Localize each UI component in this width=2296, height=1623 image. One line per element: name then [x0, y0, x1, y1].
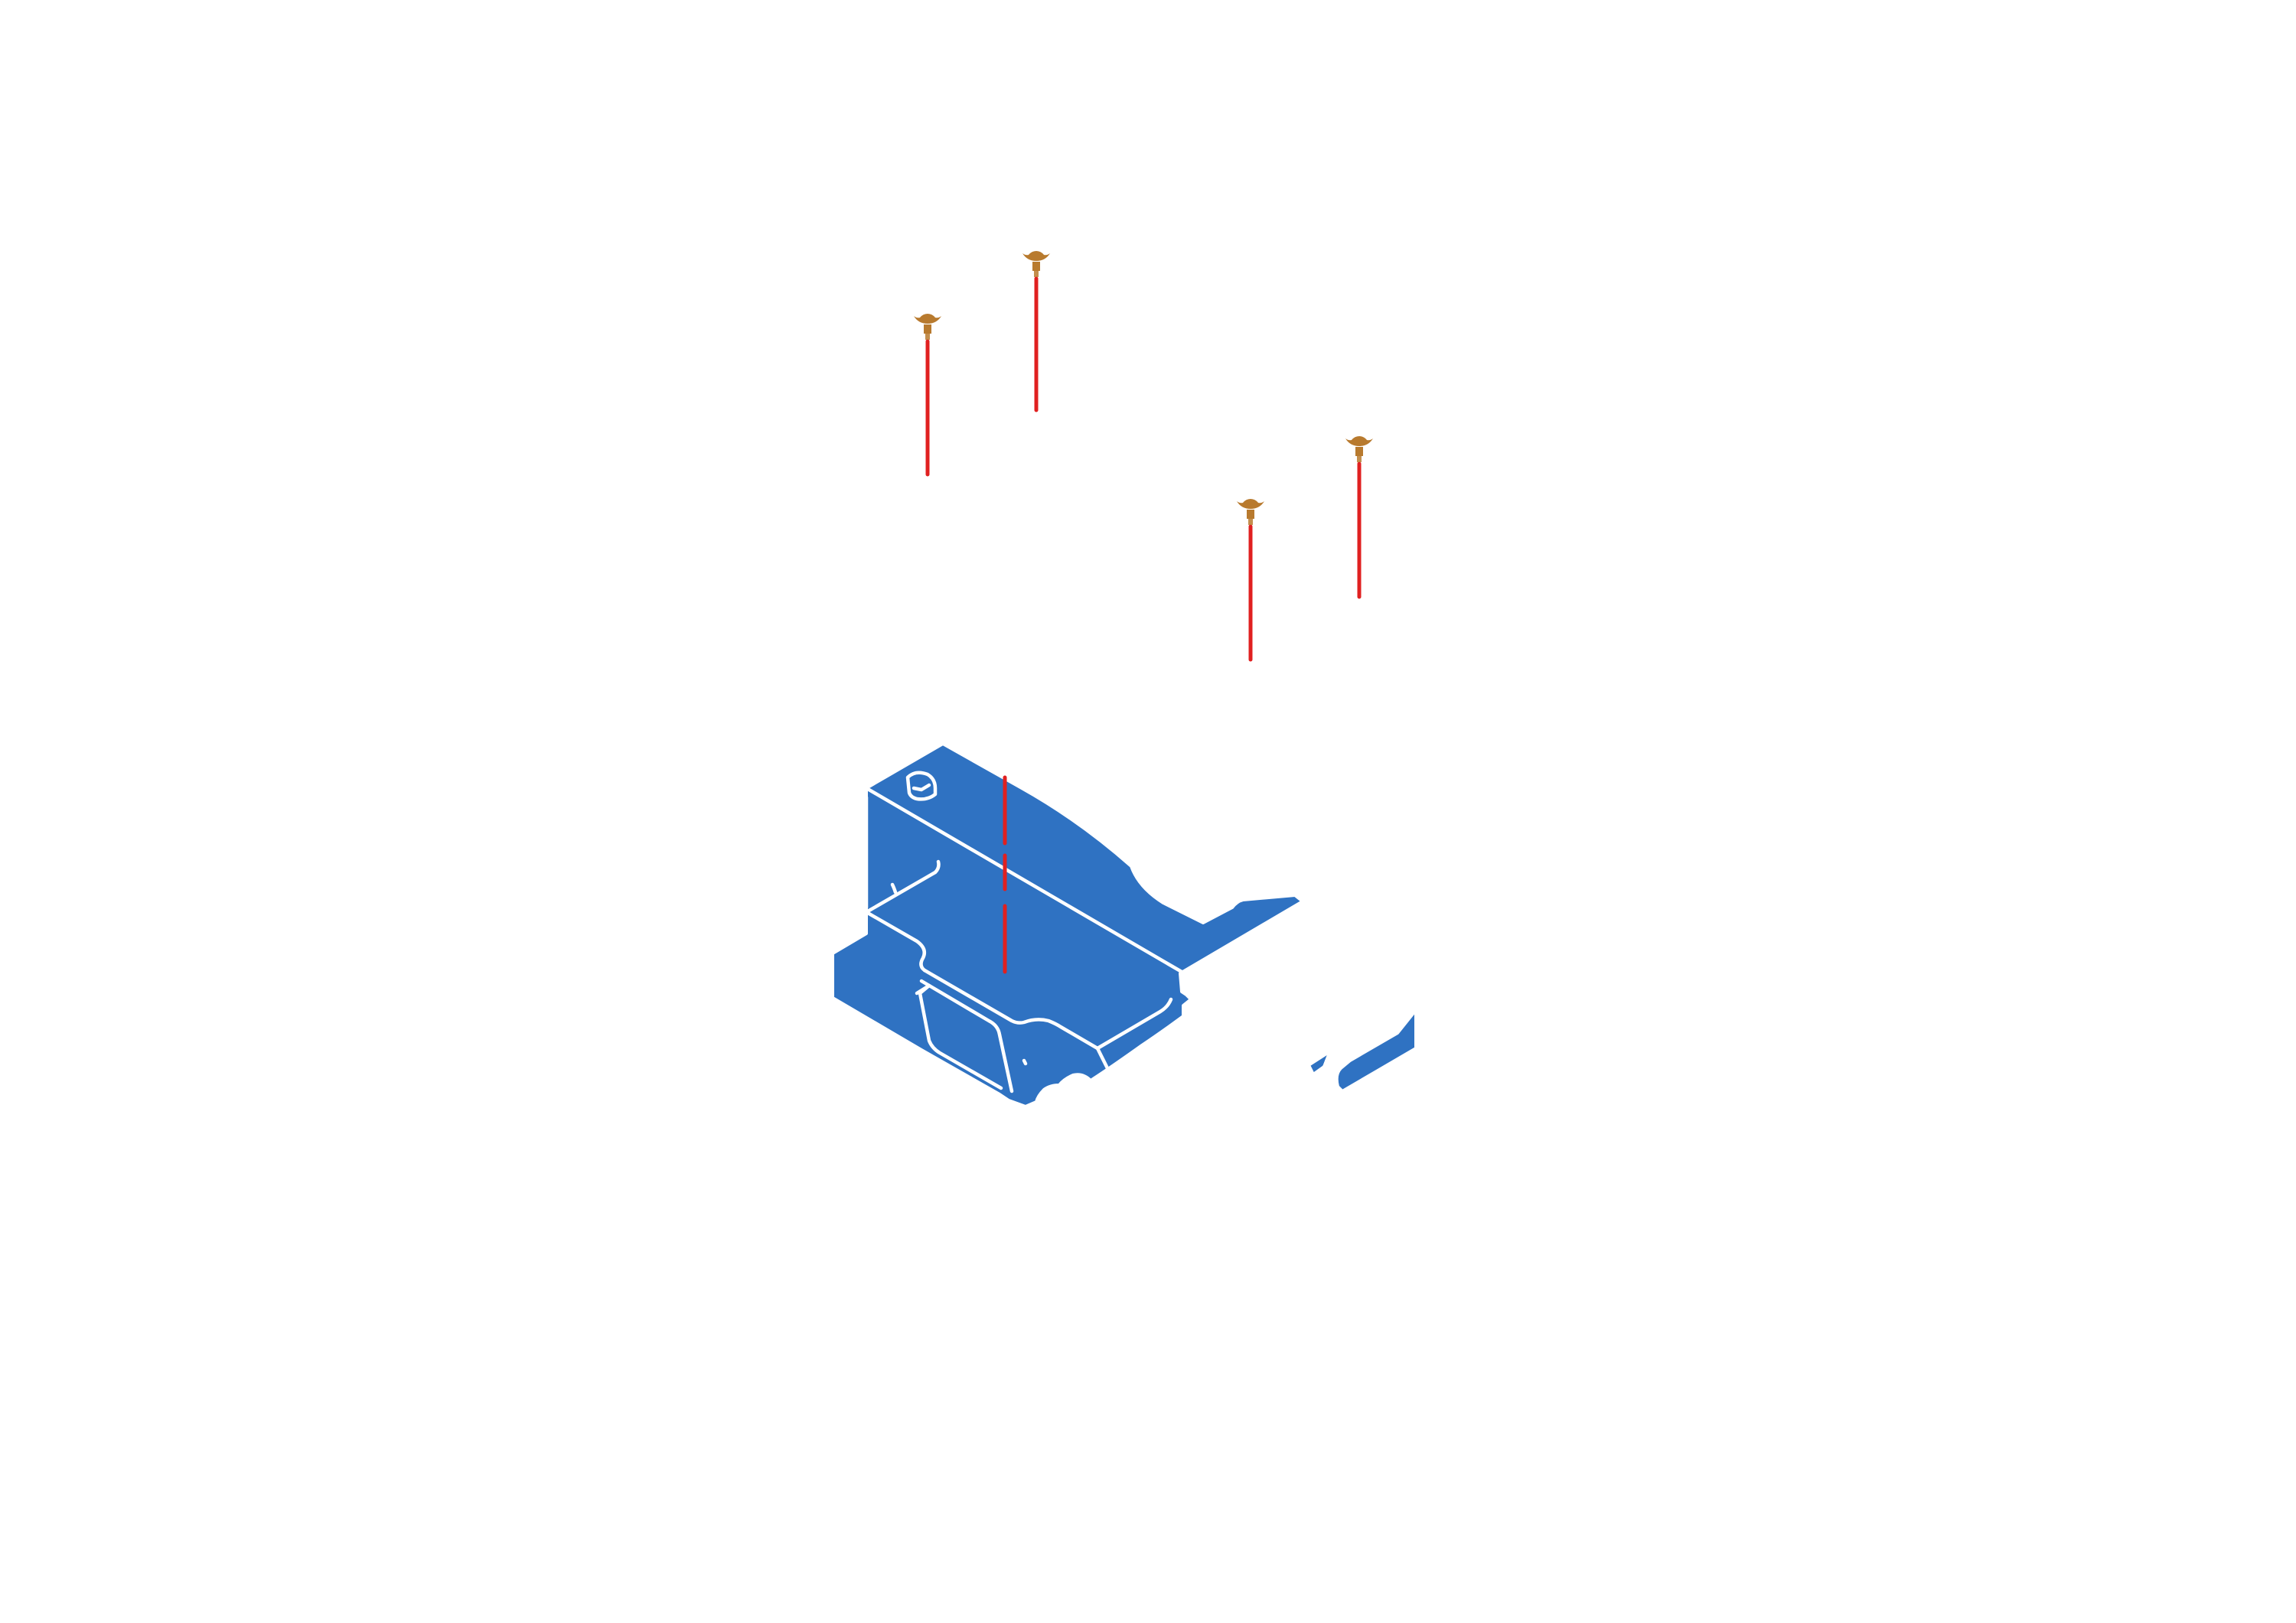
screw-icon — [1237, 499, 1264, 525]
bracket-detail-lines — [864, 771, 1414, 1093]
bracket-body — [831, 742, 1304, 1108]
bracket-end-block — [1335, 1009, 1417, 1093]
bracket-icon — [831, 742, 1417, 1108]
assembly-guide-lines — [925, 276, 1362, 974]
screw-icon — [1345, 436, 1373, 462]
screw-icon — [914, 314, 941, 340]
screw-icon — [1022, 251, 1050, 277]
fasteners-group — [914, 251, 1373, 525]
